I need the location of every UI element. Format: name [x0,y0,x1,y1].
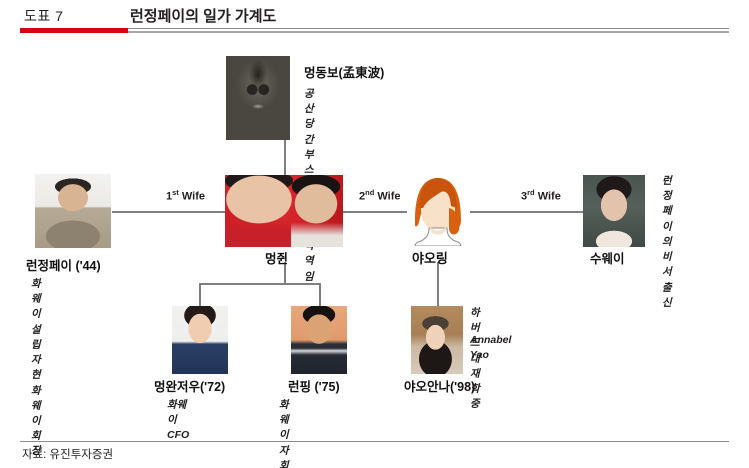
header-rule [20,28,729,29]
figure-title: 런정페이의 일가 가계도 [130,8,277,25]
connector-spine-right [470,211,583,213]
label-meng-wanzhou-desc: 화웨이 CFO [167,399,190,442]
label-yao-anna-desc2: Annabel Yao [470,334,512,362]
label-meng-wanzhou-name: 멍완저우('72) [154,380,226,394]
connector-to-renping [319,283,321,306]
wife2-word: Wife [377,190,401,203]
label-ren-zhengfei-desc: 화웨이 설립자 현 화웨이 회장 [31,278,41,458]
wife3-ordinal: rd [527,188,535,197]
label-yao-anna-name: 야오안나('98) [404,380,476,394]
avatar-icon [414,178,462,246]
connector-yaoling-to-anna [437,262,439,306]
header-rule-gray [128,31,729,33]
footer-rule [20,441,729,442]
label-yao-ling-name: 야오링 [412,251,448,266]
wife2-ordinal: nd [365,188,375,197]
wife3-word: Wife [537,190,561,203]
connector-spine-left [112,211,225,213]
portrait-ren-zhengfei [35,174,111,248]
label-meng-dongbo-name: 멍동보(孟東波) [304,66,385,80]
label-yao-anna-desc: 하버드대 재학중 [470,307,480,411]
portrait-meng-jun [225,175,343,247]
source-note: 자료: 유진투자증권 [22,449,114,461]
connector-to-wanzhou [199,283,201,306]
portrait-ren-ping [291,306,347,374]
label-2nd-wife: 2nd Wife [359,188,400,203]
label-ren-ping-name: 런핑 ('75) [288,380,340,394]
silhouette-avatar [407,168,469,246]
wife2-number: 2 [359,190,366,203]
label-3rd-wife: 3rd Wife [521,188,561,203]
connector-mengjun-down [284,262,286,284]
portrait-su-wei [583,175,645,247]
header-rule-accent [20,28,128,33]
figure-label: 도표 7 [24,8,64,24]
portrait-meng-dongbo [226,56,290,140]
label-1st-wife: 1st Wife [166,188,205,203]
portrait-meng-wanzhou [172,306,228,374]
wife3-number: 3 [521,190,528,203]
label-su-wei-desc: 런정페이의 비서 출신 [662,175,672,309]
portrait-yao-anna [411,306,463,374]
connector-spine-middle [343,211,407,213]
label-su-wei-name: 수웨이 [590,252,625,266]
wife1-ordinal: st [172,188,179,197]
connector-children-bar [199,283,321,285]
label-ren-ping-desc: 화웨이 자회사 후이통상우 임원 [279,399,289,468]
wife1-number: 1 [166,190,173,203]
label-ren-zhengfei-name: 런정페이 ('44) [26,259,101,273]
wife1-word: Wife [181,190,205,203]
label-meng-jun-name: 멍쥔 [265,252,289,266]
